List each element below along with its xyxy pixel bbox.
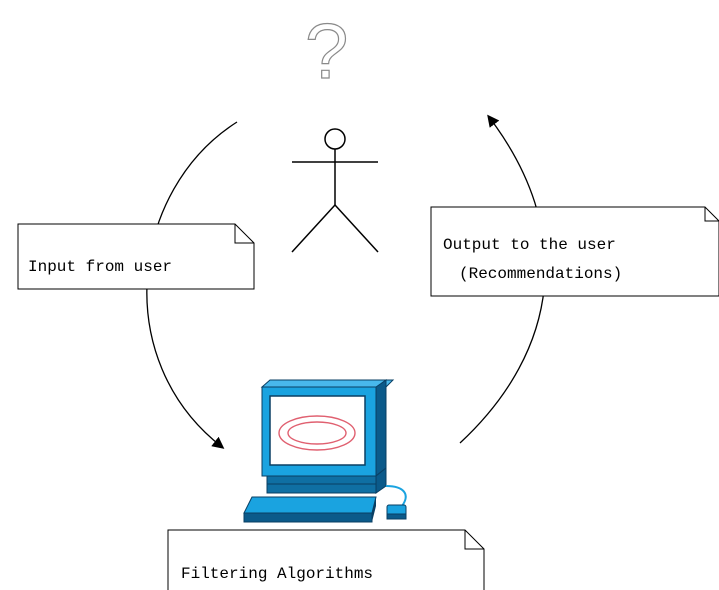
filtering-note-label: Filtering Algorithms	[181, 565, 373, 583]
monitor-top	[260, 379, 395, 388]
output-note-line-2: (Recommendations)	[459, 265, 622, 283]
filtering-note: Filtering Algorithms	[167, 529, 485, 590]
screen-ellipse-inner	[287, 421, 347, 445]
monitor-side	[375, 379, 387, 478]
keyboard	[243, 496, 377, 514]
input-note: Input from user	[17, 223, 255, 290]
computer-icon	[243, 379, 407, 523]
output-note: Output to the user (Recommendations)	[430, 206, 719, 297]
output-note-line-1: Output to the user	[443, 236, 616, 254]
screen-ellipse-outer	[278, 415, 356, 451]
input-note-label: Input from user	[28, 258, 172, 276]
monitor-screen	[269, 395, 366, 466]
stick-figure-icon	[291, 128, 379, 253]
question-mark-icon: ?	[305, 7, 348, 95]
